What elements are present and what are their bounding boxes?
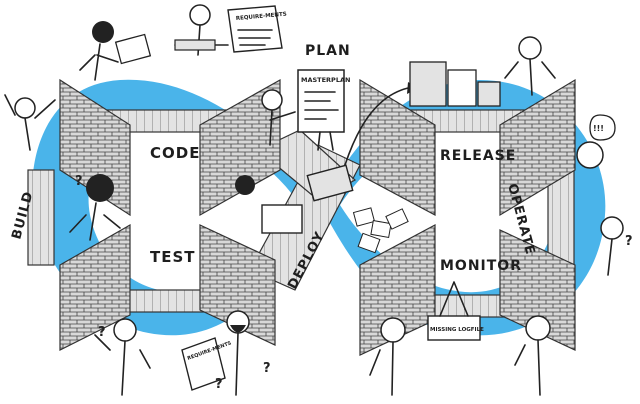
- wall-code-right: [199, 78, 281, 217]
- person-plan: [261, 89, 296, 146]
- belt-build: [27, 169, 55, 266]
- label-monitor: MONITOR: [440, 258, 522, 274]
- person-left: [4, 94, 56, 151]
- question-mark-2: ?: [98, 325, 106, 340]
- missing-logfile-sign: MISSING LOGFILE: [427, 281, 484, 341]
- person-build: [69, 174, 121, 241]
- label-test: TEST: [150, 248, 196, 266]
- wall-release-left: [359, 78, 436, 216]
- requirements-top-text: REQUIRE-MENTS: [236, 12, 287, 22]
- characters: !!!: [4, 4, 624, 396]
- brick-walls: [59, 78, 576, 356]
- question-marks: ? ? ? ? ?: [75, 174, 633, 392]
- belt-operate: [547, 169, 575, 266]
- wall-test-right: [199, 224, 276, 346]
- question-mark-3: ?: [215, 377, 223, 392]
- paper-pile: [352, 207, 409, 254]
- person-monitor-left: [369, 317, 406, 396]
- person-operate: [600, 216, 624, 276]
- person-monitor-right: [514, 315, 551, 396]
- robot-operate: !!!: [576, 114, 616, 169]
- question-mark-1: ?: [75, 174, 83, 189]
- wall-test-left: [59, 223, 131, 351]
- wall-code-left: [59, 78, 131, 217]
- release-boxes: [409, 61, 501, 107]
- masterplan-board: MASTERPLAN: [297, 69, 350, 151]
- label-code: CODE: [150, 144, 200, 162]
- label-plan: PLAN: [305, 43, 351, 59]
- person-test-right: [226, 310, 250, 396]
- requirements-note-top: REQUIRE-MENTS: [227, 5, 287, 53]
- question-mark-5: ?: [625, 234, 633, 249]
- robot-speech: !!!: [593, 124, 604, 133]
- person-top-right: [504, 36, 556, 96]
- plan-to-release-arrow: [344, 87, 409, 166]
- requirements-note-bottom: REQUIRE-MENTS: [181, 337, 233, 391]
- person-test-left: [94, 318, 151, 396]
- wall-monitor-right: [499, 229, 576, 351]
- wall-release-right: [499, 78, 576, 217]
- person-deploy: [235, 164, 354, 234]
- person-top-left: [79, 21, 152, 81]
- masterplan-title: MASTERPLAN: [301, 76, 350, 84]
- person-top-center: [174, 4, 229, 56]
- label-release: RELEASE: [440, 148, 516, 164]
- question-mark-4: ?: [263, 361, 271, 376]
- missing-logfile-text: MISSING LOGFILE: [430, 327, 484, 333]
